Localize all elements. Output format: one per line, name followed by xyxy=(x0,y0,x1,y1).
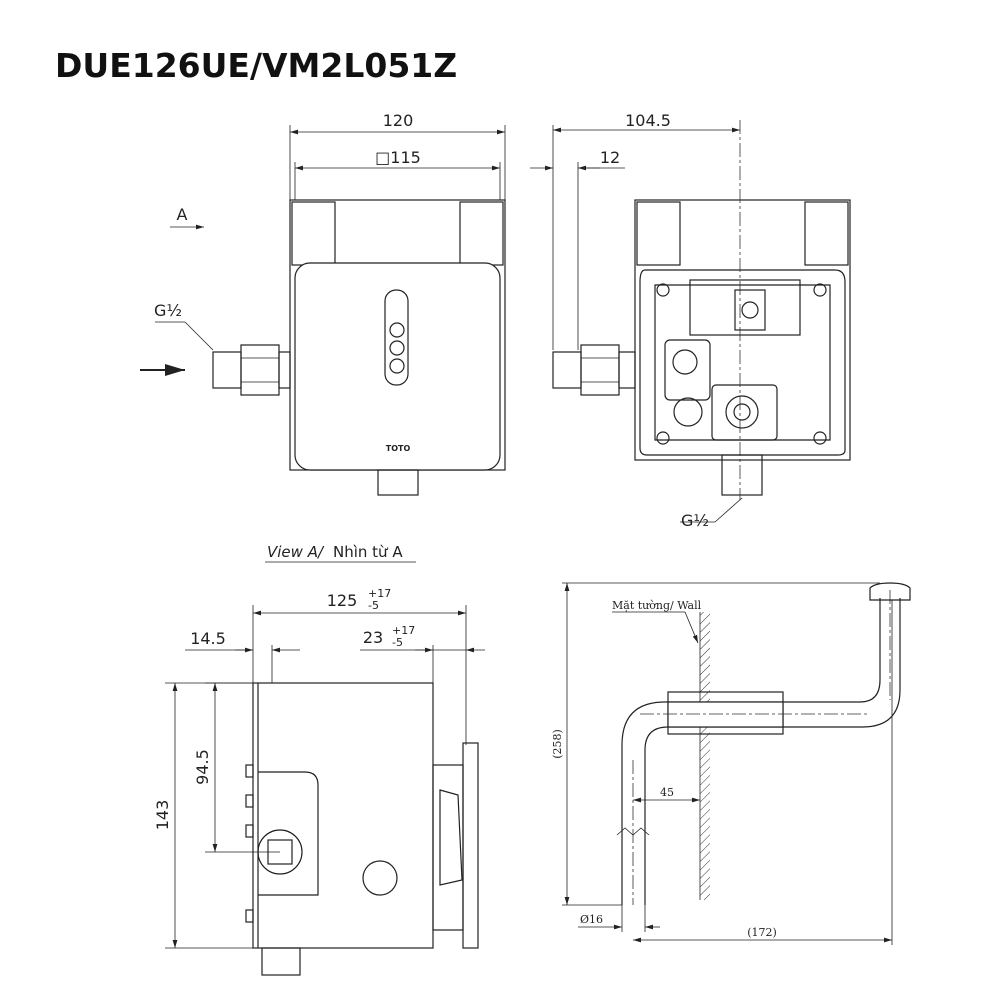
mounting-plate xyxy=(639,269,846,456)
side-view: 104.5 12 G½ xyxy=(530,111,851,530)
dim-total-tol-plus: +17 xyxy=(368,587,391,600)
view-a: View A/ Nhìn từ A 125 +17 -5 14.5 23 +17… xyxy=(153,543,485,976)
dim-width-label: 120 xyxy=(383,111,414,130)
wall-label: Mặt tường/ Wall xyxy=(612,599,702,612)
toto-logo: TOTO xyxy=(386,444,411,453)
outlet-pipe xyxy=(261,947,301,976)
dim-left-label: 14.5 xyxy=(190,629,226,648)
inlet-thread-label: G½ xyxy=(154,301,182,320)
inlet-fitting xyxy=(212,344,291,396)
view-a-caption: Nhìn từ A xyxy=(333,543,403,561)
dim-inlet-height-label: 94.5 xyxy=(193,749,212,785)
dim-total-label: 125 xyxy=(327,591,358,610)
faceplate xyxy=(294,262,501,471)
dim-length-label: (172) xyxy=(747,926,777,939)
sensor-window xyxy=(384,289,409,386)
dim-wall-label: 45 xyxy=(660,786,674,799)
front-view: 120 □115 A TOTO G½ xyxy=(140,111,506,496)
dim-right-label: 23 xyxy=(363,628,383,647)
dim-height-label: 143 xyxy=(153,800,172,831)
pipe-outer xyxy=(621,598,881,905)
outlet-pipe xyxy=(721,454,763,496)
dim-depth-label: 104.5 xyxy=(625,111,671,130)
dim-total-tol-minus: -5 xyxy=(368,599,379,612)
dim-right-tol-plus: +17 xyxy=(392,624,415,637)
wall-hatch xyxy=(700,612,710,900)
view-a-caption-italic: View A/ xyxy=(267,543,325,561)
outlet-pipe xyxy=(377,469,419,496)
valve-body xyxy=(252,682,434,949)
dim-pipe-height-label: (258) xyxy=(551,729,564,759)
view-arrow-label: A xyxy=(177,205,188,224)
dim-right-tol-minus: -5 xyxy=(392,636,403,649)
pipe-view: (258) Mặt tường/ Wall 45 Ø16 (172) xyxy=(551,582,911,945)
page-title: DUE126UE/VM2L051Z xyxy=(55,46,458,85)
inlet-fitting xyxy=(552,344,636,396)
pipe-cap xyxy=(869,582,911,601)
outlet-thread-label: G½ xyxy=(681,511,709,530)
dim-diameter-label: Ø16 xyxy=(580,913,603,926)
dim-offset-label: 12 xyxy=(600,148,620,167)
dim-plate-label: □115 xyxy=(375,148,421,167)
